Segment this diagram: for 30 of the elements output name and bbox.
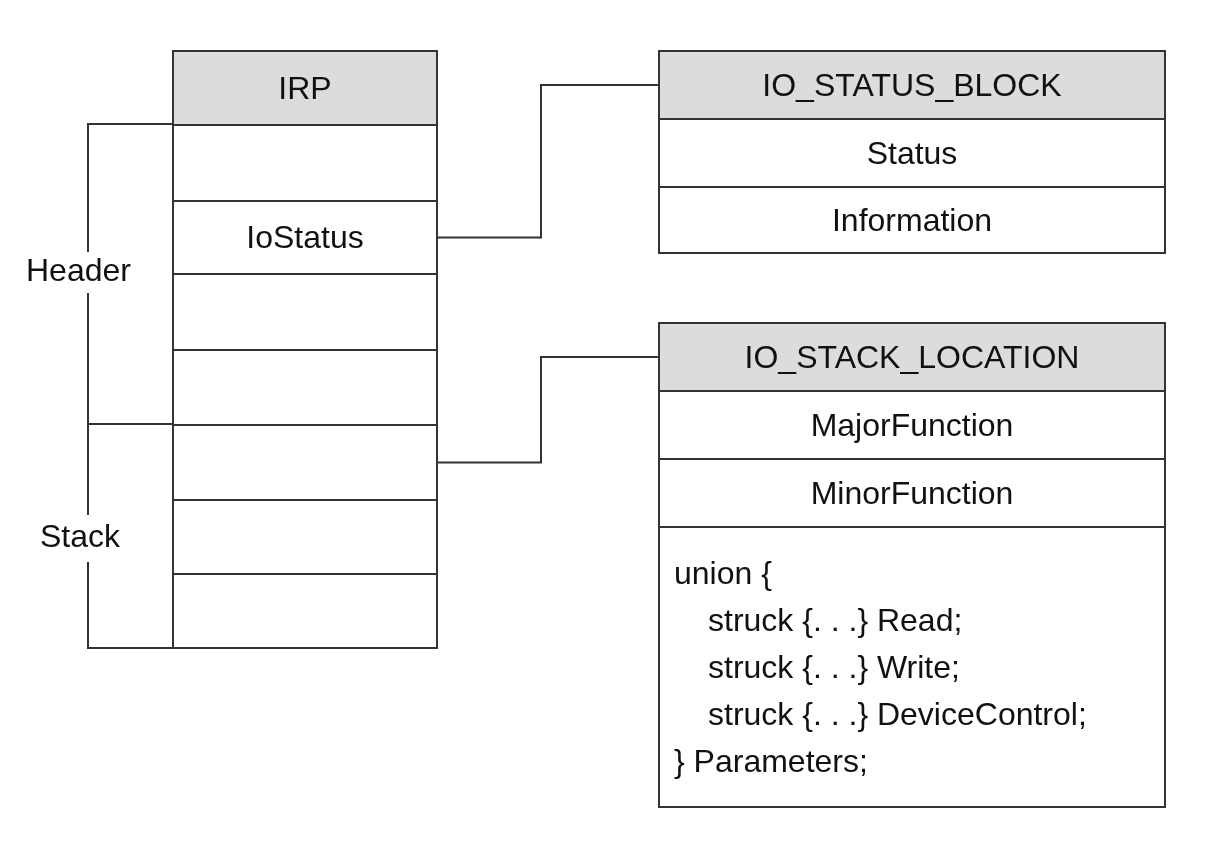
table-header [658,322,1166,392]
table-title: IO_STATUS_BLOCK [762,65,1062,105]
empty-row [172,573,438,649]
connector-line [437,84,659,239]
table-header [172,50,438,126]
code-line: struck {. . .} DeviceControl; [707,694,1087,734]
field-name: MinorFunction [810,473,1014,513]
connector-line [437,356,659,464]
field-name: MajorFunction [810,405,1014,445]
code-cell [658,526,1166,808]
field-name: Information [831,200,993,240]
empty-row [172,124,438,202]
code-line: } Parameters; [674,741,868,781]
table-title: IRP [278,68,332,108]
code-line: union { [674,553,772,593]
field-name: IoStatus [246,218,364,257]
empty-row [172,499,438,575]
field-cell [172,200,438,275]
code-line: struck {. . .} Write; [707,647,960,687]
field-cell [658,186,1166,254]
empty-row [172,273,438,351]
field-cell [658,390,1166,460]
empty-row [172,424,438,501]
field-cell [658,118,1166,188]
code-line: struck {. . .} Read; [707,600,963,640]
field-name: Status [866,133,958,173]
empty-row [172,349,438,426]
table-header [658,50,1166,120]
field-cell [658,458,1166,528]
table-title: IO_STACK_LOCATION [744,337,1080,377]
